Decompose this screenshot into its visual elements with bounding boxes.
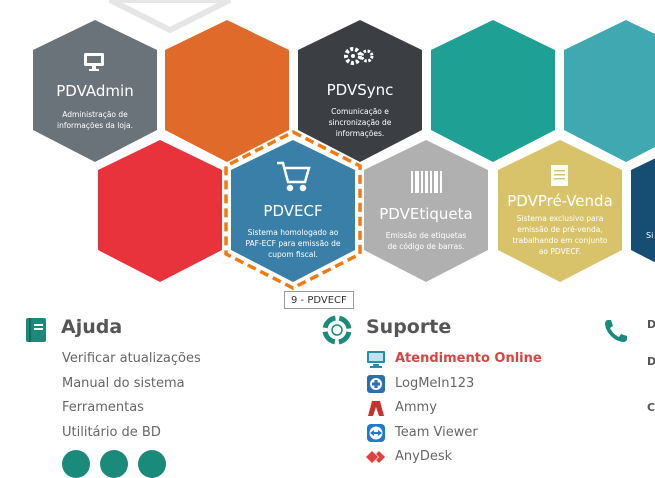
contact-line-3: C (647, 401, 655, 414)
teamviewer-icon (366, 423, 386, 443)
hex-pdvadmin-title: PDVAdmin (56, 82, 133, 100)
hex-pdvadmin-desc-2: informações da loja. (57, 121, 133, 130)
hex-pdvsync-desc-3: informações. (336, 129, 385, 138)
hex-right-partial-desc: Si (646, 231, 653, 240)
logmein123-label: LogMeIn123 (395, 375, 475, 391)
ajuda-title: Ajuda (61, 316, 123, 338)
ajuda-item-utilitario-de-bd[interactable]: Utilitário de BD (62, 424, 161, 440)
ajuda-item-ferramentas[interactable]: Ferramentas (62, 400, 144, 415)
hex-pdvetiqueta-desc-2: de código de barras. (387, 242, 464, 251)
hex-right-partial[interactable]: Si (631, 140, 655, 282)
hex-teal-light[interactable] (564, 20, 655, 162)
suporte-item-team-viewer[interactable]: Team Viewer (366, 421, 542, 446)
hex-pdvsync-desc-1: Comunicação e (331, 107, 389, 116)
document-icon (551, 165, 568, 186)
hex-red[interactable] (98, 140, 222, 282)
contact-line-1: D (647, 318, 655, 331)
barcode-icon (411, 171, 442, 193)
suporte-list: Atendimento Online LogMeIn123 Ammy (366, 347, 542, 470)
monitor-icon (84, 53, 104, 71)
ammy-icon (366, 398, 386, 418)
hex-pdvsync-title: PDVSync (327, 81, 394, 99)
gears-icon (344, 47, 374, 65)
phone-icon (603, 318, 629, 348)
anydesk-icon (366, 447, 386, 467)
suporte-item-atendimento-online[interactable]: Atendimento Online (366, 347, 542, 372)
hex-pdvecf-highlight (224, 130, 362, 290)
hex-pdvsync[interactable]: PDVSync Comunicação e sincronização de i… (298, 20, 422, 162)
hex-pdvetiqueta-title: PDVEtiqueta (379, 205, 472, 223)
hex-pdvadmin-desc-1: Administração de (62, 110, 128, 119)
ammy-label: Ammy (395, 400, 437, 415)
ajuda-item-verificar-atualizacoes[interactable]: Verificar atualizações (62, 351, 201, 366)
book-icon (25, 317, 47, 347)
hex-top-outline (108, 0, 232, 34)
logmein-icon (366, 374, 386, 394)
hex-pdvecf-desc-3: cupom fiscal. (268, 250, 318, 259)
suporte-item-logmein123[interactable]: LogMeIn123 (366, 372, 542, 397)
hex-pdvprevenda-desc-4: ao PDVECF. (539, 247, 581, 256)
hex-pdvetiqueta[interactable]: PDVEtiqueta Emissão de etiquetas de códi… (364, 140, 488, 282)
suporte-item-anydesk[interactable]: AnyDesk (366, 445, 542, 470)
hex-pdvprevenda-title: PDVPré-Venda (507, 192, 613, 210)
hex-pdvsync-desc-2: sincronização de (329, 118, 392, 127)
twitter-icon[interactable] (138, 450, 166, 478)
suporte-title: Suporte (366, 316, 452, 338)
contact-line-2: D (647, 355, 655, 368)
shopping-cart-icon (277, 161, 311, 192)
team-viewer-label: Team Viewer (395, 424, 478, 440)
anydesk-label: AnyDesk (395, 449, 453, 464)
hex-pdvetiqueta-desc-1: Emissão de etiquetas (386, 231, 467, 240)
hex-teal[interactable] (431, 20, 555, 162)
hex-pdvprevenda-desc-1: Sistema exclusivo para (517, 214, 604, 223)
hex-pdvecf-desc-1: Sistema homologado ao (248, 228, 339, 237)
chat-monitor-icon (366, 349, 386, 369)
atendimento-online-label: Atendimento Online (395, 351, 542, 366)
product-hex-grid: PDVAdmin Administração de informações da… (33, 0, 655, 290)
hex-orange[interactable] (165, 20, 289, 162)
hex-pdvecf-title: PDVECF (263, 202, 322, 220)
hex-pdvprevenda[interactable]: PDVPré-Venda Sistema exclusivo para emis… (498, 140, 622, 282)
hex-pdvadmin[interactable]: PDVAdmin Administração de informações da… (33, 20, 157, 162)
lifebuoy-icon (322, 315, 352, 349)
ajuda-item-manual-do-sistema[interactable]: Manual do sistema (62, 375, 185, 391)
globe-icon[interactable] (62, 450, 90, 478)
hex-pdvecf-desc-2: PAF-ECF para emissão de (245, 239, 340, 248)
ajuda-list: Verificar atualizações Manual do sistema… (62, 347, 201, 445)
social-links (62, 450, 166, 478)
facebook-icon[interactable] (100, 450, 128, 478)
suporte-item-ammy[interactable]: Ammy (366, 396, 542, 421)
hover-tooltip: 9 - PDVECF (284, 291, 354, 309)
hex-pdvecf[interactable]: PDVECF Sistema homologado ao PAF-ECF par… (224, 130, 362, 290)
hex-pdvprevenda-desc-2: emissão de pré-venda, (517, 225, 603, 234)
hex-pdvprevenda-desc-3: trabalhando em conjunto (513, 236, 608, 245)
